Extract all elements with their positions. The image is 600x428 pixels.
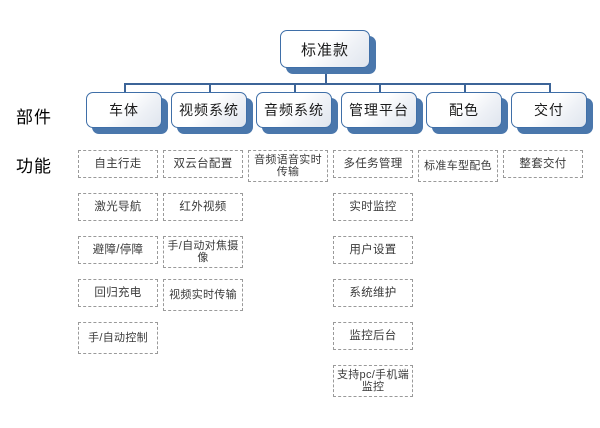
node-department-1[interactable]: 车体 [86,92,168,134]
row-label-components: 部件 [16,108,52,127]
connector-drop-4 [379,83,381,92]
node-face: 管理平台 [341,92,417,128]
leaf-box[interactable]: 系统维护 [333,279,413,307]
node-face: 标准款 [280,30,370,68]
connector-drop-3 [294,83,296,92]
row-label-functions: 功能 [16,157,52,176]
node-department-label: 配色 [449,102,479,118]
connector-drop-1 [124,83,126,92]
leaf-box[interactable]: 避障/停障 [78,236,158,264]
node-face: 音频系统 [256,92,332,128]
leaf-box[interactable]: 多任务管理 [333,150,413,178]
leaf-label: 支持pc/手机端监控 [336,368,410,394]
leaf-box[interactable]: 整套交付 [503,150,583,178]
leaf-box[interactable]: 实时监控 [333,193,413,221]
leaf-box[interactable]: 视频实时传输 [163,279,243,311]
node-department-label: 管理平台 [349,102,409,118]
node-department-5[interactable]: 配色 [426,92,508,134]
connector-drop-2 [209,83,211,92]
leaf-label: 多任务管理 [343,157,403,170]
leaf-label: 双云台配置 [173,157,233,170]
connector-drop-6 [549,83,551,92]
node-face: 视频系统 [171,92,247,128]
leaf-label: 标准车型配色 [424,159,492,172]
leaf-box[interactable]: 监控后台 [333,322,413,350]
leaf-label: 回归充电 [94,286,142,299]
node-department-label: 车体 [109,102,139,118]
leaf-box[interactable]: 手/自动控制 [78,322,158,354]
leaf-label: 红外视频 [179,200,227,213]
leaf-box[interactable]: 标准车型配色 [418,150,498,182]
leaf-label: 系统维护 [349,286,397,299]
leaf-label: 视频实时传输 [169,288,237,301]
node-root-label: 标准款 [300,41,349,59]
connector-bus [124,83,549,85]
leaf-label: 音频语音实时传输 [254,153,322,179]
node-face: 配色 [426,92,502,128]
leaf-label: 手/自动控制 [88,331,148,344]
leaf-label: 监控后台 [349,329,397,342]
leaf-box[interactable]: 支持pc/手机端监控 [333,365,413,397]
connector-drop-5 [464,83,466,92]
node-department-3[interactable]: 音频系统 [256,92,338,134]
leaf-box[interactable]: 红外视频 [163,193,243,221]
leaf-box[interactable]: 自主行走 [78,150,158,178]
connector-root-stem [325,68,327,83]
leaf-box[interactable]: 回归充电 [78,279,158,307]
node-department-label: 交付 [534,102,564,118]
leaf-label: 激光导航 [94,200,142,213]
leaf-box[interactable]: 双云台配置 [163,150,243,178]
leaf-label: 用户设置 [349,243,397,256]
leaf-label: 自主行走 [94,157,142,170]
node-department-2[interactable]: 视频系统 [171,92,253,134]
leaf-label: 避障/停障 [92,243,144,256]
leaf-label: 手/自动对焦摄像 [167,239,239,265]
node-face: 交付 [511,92,587,128]
node-face: 车体 [86,92,162,128]
node-root[interactable]: 标准款 [280,30,376,74]
leaf-box[interactable]: 用户设置 [333,236,413,264]
node-department-label: 音频系统 [264,102,324,118]
node-department-4[interactable]: 管理平台 [341,92,423,134]
leaf-box[interactable]: 音频语音实时传输 [248,150,328,182]
node-department-label: 视频系统 [179,102,239,118]
leaf-label: 实时监控 [349,200,397,213]
node-department-6[interactable]: 交付 [511,92,593,134]
leaf-label: 整套交付 [519,157,567,170]
leaf-box[interactable]: 手/自动对焦摄像 [163,236,243,268]
leaf-box[interactable]: 激光导航 [78,193,158,221]
